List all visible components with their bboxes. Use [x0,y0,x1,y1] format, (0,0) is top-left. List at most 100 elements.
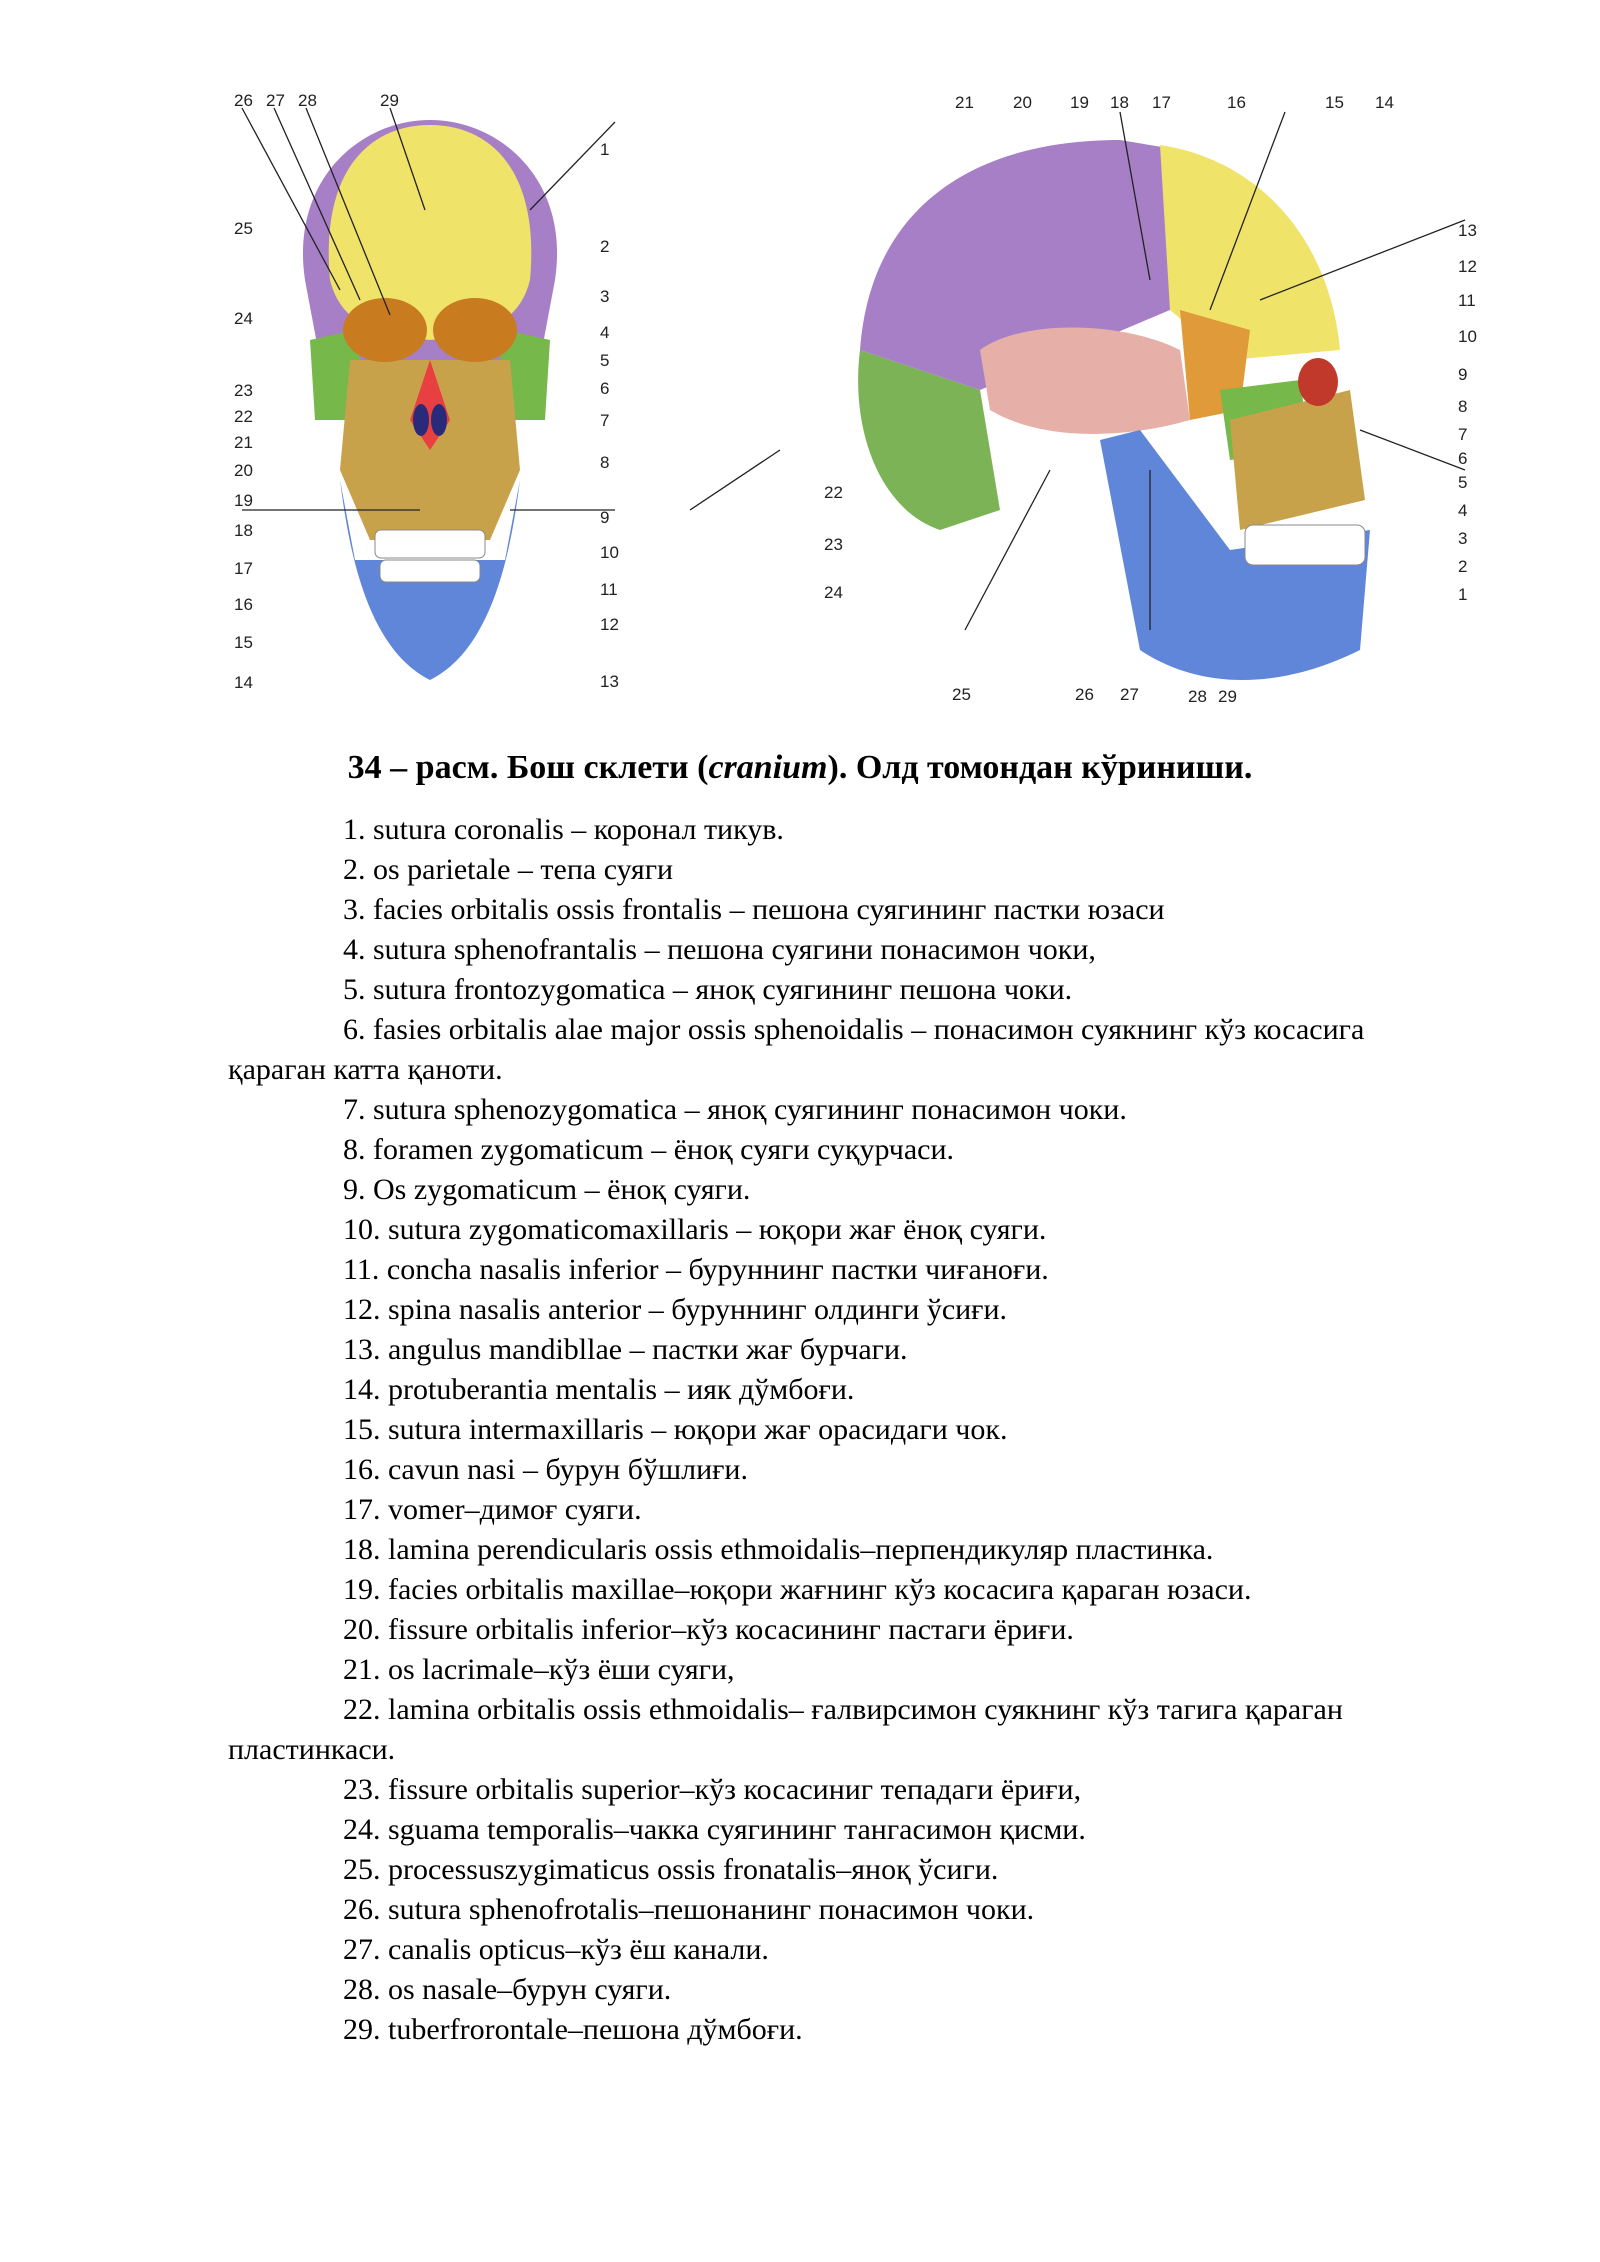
front-label-22: 22 [234,407,253,426]
legend-item: 17. vomer–димоғ суяги. [343,1493,642,1526]
front-label-14: 14 [234,673,253,692]
legend-item: 12. spina nasalis anterior – буруннинг о… [343,1293,1008,1326]
side-mandible [1100,430,1370,680]
legend-item: 1. sutura coronalis – коронал тикув. [343,813,784,846]
legend-item: 10. sutura zygomaticomaxillaris – юқори … [343,1213,1047,1246]
front-left-labels: 25 24 23 22 21 20 19 18 17 16 15 14 [234,219,253,692]
front-label-10: 10 [600,543,619,562]
legend-item: 29. tuberfrorontale–пешона дўмбоғи. [343,2013,803,2046]
front-label-20: 20 [234,461,253,480]
front-label-17: 17 [234,559,253,578]
side-label-20: 20 [1013,93,1032,112]
front-label-1: 1 [600,140,609,159]
skull-front-view [302,120,558,680]
legend-item: 19. facies orbitalis maxillae–юқори жағн… [343,1573,1252,1606]
skull-figure: 26 27 28 29 1 2 3 4 5 6 7 8 9 10 11 12 1… [220,90,1490,730]
front-label-11: 11 [600,580,618,599]
front-label-19: 19 [234,491,253,510]
front-label-27: 27 [266,91,285,110]
front-label-6: 6 [600,379,609,398]
front-label-24: 24 [234,309,253,328]
legend-item: 11. concha nasalis inferior – буруннинг … [343,1253,1049,1286]
side-label-4: 4 [1458,501,1467,520]
front-label-26: 26 [234,91,253,110]
front-label-5: 5 [600,351,609,370]
side-label-28: 28 [1188,687,1207,706]
side-top-labels: 21 20 19 18 17 16 15 14 [955,93,1394,112]
front-nasal-opening-right [431,404,447,436]
side-label-22: 22 [824,483,843,502]
front-label-13: 13 [600,672,619,691]
front-label-12: 12 [600,615,619,634]
caption-suffix: ). Олд томондан кўриниши. [827,749,1253,786]
side-parietal [860,140,1180,390]
side-label-23: 23 [824,535,843,554]
side-label-13: 13 [1458,221,1477,240]
side-label-7: 7 [1458,425,1467,444]
side-label-2: 2 [1458,557,1467,576]
side-label-5: 5 [1458,473,1467,492]
side-label-14: 14 [1375,93,1394,112]
legend-list: 1. sutura coronalis – коронал тикув. 2. o… [228,810,1413,2050]
legend-item: 14. protuberantia mentalis – ияк дўмбоғи… [343,1373,855,1406]
legend-item: 26. sutura sphenofrotalis–пешонанинг пон… [343,1893,1035,1926]
front-label-2: 2 [600,237,609,256]
legend-item: 23. fissure orbitalis superior–кўз косас… [343,1773,1082,1806]
front-label-28: 28 [298,91,317,110]
legend-item: 15. sutura intermaxillaris – юқори жағ о… [343,1413,1008,1446]
legend-item: 6. fasies orbitalis alae major ossis sph… [228,1013,1365,1086]
front-label-9: 9 [600,508,609,527]
side-label-6: 6 [1458,449,1467,468]
side-frontal [1160,145,1340,360]
front-label-21: 21 [234,433,253,452]
legend-item: 28. os nasale–бурун суяги. [343,1973,672,2006]
front-label-18: 18 [234,521,253,540]
side-label-21: 21 [955,93,974,112]
front-label-16: 16 [234,595,253,614]
front-upper-teeth [374,529,486,559]
label-leader-lines [241,107,1466,631]
front-frontal-bone [328,125,532,340]
legend-item: 16. cavun nasi – бурун бўшлиғи. [343,1453,748,1486]
front-label-25: 25 [234,219,253,238]
legend-item: 7. sutura sphenozygomatica – яноқ суягин… [343,1093,1127,1126]
legend-item: 25. processuszygimaticus ossis fronatali… [343,1853,999,1886]
legend-item: 22. lamina orbitalis ossis ethmoidalis– … [228,1693,1343,1766]
side-temporal [980,327,1190,434]
side-label-9: 9 [1458,365,1467,384]
side-label-16: 16 [1227,93,1246,112]
front-nasal-opening-left [413,404,429,436]
side-label-27: 27 [1120,685,1139,704]
side-left-labels: 22 23 24 [824,483,843,602]
legend-item: 18. lamina perendicularis ossis ethmoida… [343,1533,1214,1566]
legend-item: 2. os parietale – тепа суяги [343,853,674,886]
front-orbit-right [433,298,517,362]
front-lower-teeth [379,559,481,583]
front-orbit-left [343,298,427,362]
legend-item: 4. sutura sphenofrantalis – пешона суяги… [343,933,1096,966]
skull-illustration: 26 27 28 29 1 2 3 4 5 6 7 8 9 10 11 12 1… [234,91,1477,706]
front-label-29: 29 [380,91,399,110]
front-right-labels: 1 2 3 4 5 6 7 8 9 10 11 12 13 [600,140,619,691]
side-maxilla [1230,390,1365,530]
side-label-19: 19 [1070,93,1089,112]
side-teeth [1244,524,1366,566]
front-label-3: 3 [600,287,609,306]
side-label-25: 25 [952,685,971,704]
side-orbit [1298,358,1338,406]
side-label-24: 24 [824,583,843,602]
side-label-29: 29 [1218,687,1237,706]
side-bottom-labels: 25 26 27 28 29 [952,685,1237,706]
side-label-8: 8 [1458,397,1467,416]
front-label-23: 23 [234,381,253,400]
legend-item: 13. angulus mandibllae – пастки жағ бурч… [343,1333,908,1366]
side-label-18: 18 [1110,93,1129,112]
legend-item: 27. canalis opticus–кўз ёш канали. [343,1933,769,1966]
front-top-labels: 26 27 28 29 [234,91,399,110]
caption-latin-term: cranium [708,749,828,786]
side-label-10: 10 [1458,327,1477,346]
side-label-1: 1 [1458,585,1467,604]
legend-item: 9. Os zygomaticum – ёноқ суяги. [343,1173,751,1206]
side-label-12: 12 [1458,257,1477,276]
